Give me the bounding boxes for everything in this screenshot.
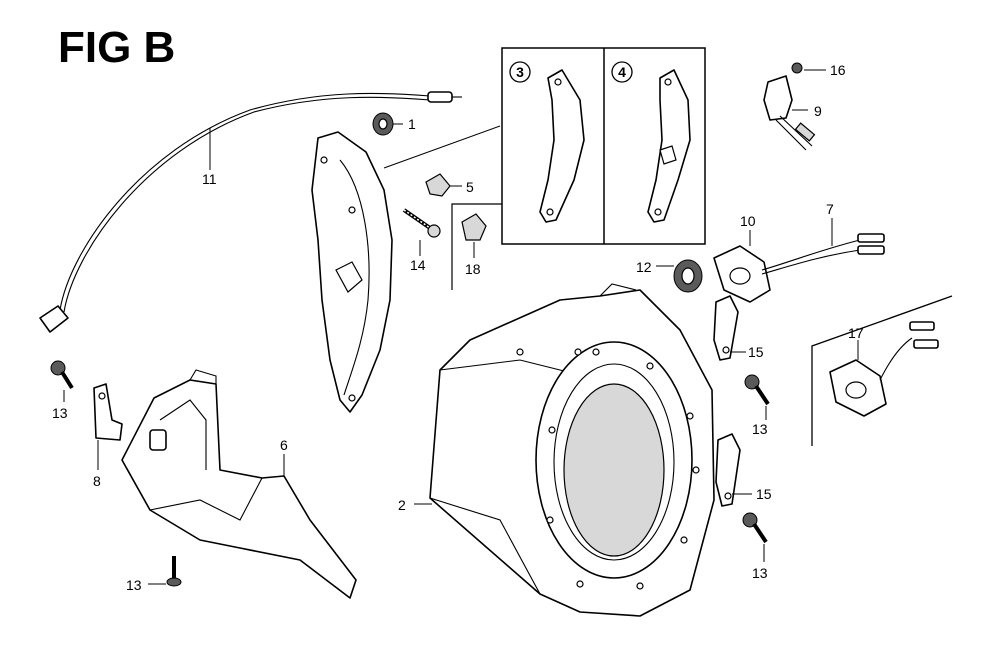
part-18-clip [451,203,502,290]
callout-1: 1 [408,116,416,132]
part-15-clip-upper [713,295,746,361]
part-7-wire [761,218,885,275]
inset-label-3: 3 [516,64,524,80]
part-8-bracket [93,383,123,470]
shroud-arm [311,125,501,413]
callout-8: 8 [93,473,101,489]
callout-13-left-upper: 13 [52,405,68,421]
part-13-bolt-left-upper [50,360,74,402]
callout-7: 7 [826,201,834,217]
part-14-bolt [402,208,441,256]
callout-16: 16 [830,62,846,78]
inset-label-4: 4 [618,64,626,80]
part-13-bolt-right-upper [744,374,770,420]
callout-12: 12 [636,259,652,275]
part-6-lower-shroud [121,369,357,599]
callout-14: 14 [410,257,426,273]
part-11-cable [39,91,462,333]
callout-9: 9 [814,103,822,119]
callout-13-right-upper: 13 [752,421,768,437]
part-10-sensor [713,230,771,303]
callout-17: 17 [848,325,864,341]
part-9-switch [763,75,816,151]
callout-13-right-lower: 13 [752,565,768,581]
figure-title: FIG B [58,23,175,72]
callout-15-lower: 15 [756,486,772,502]
callout-10: 10 [740,213,756,229]
inset-box: 3 4 [501,47,706,245]
callout-15-upper: 15 [748,344,764,360]
part-16-screw [791,62,826,74]
part-13-bolt-left-lower [148,556,182,587]
callout-5: 5 [466,179,474,195]
part-12-grommet [656,259,703,293]
callout-2: 2 [398,497,406,513]
part-1-grommet [372,112,403,136]
part-2-fan-shroud [414,283,715,617]
part-17-inset [811,295,953,446]
part-13-bolt-right-lower [742,512,768,562]
callout-11: 11 [202,171,217,187]
callout-13-left-lower: 13 [126,577,142,593]
part-15-clip-lower [715,433,752,507]
part-5-clip [425,173,462,197]
callout-6: 6 [280,437,288,453]
callout-18: 18 [465,261,481,277]
